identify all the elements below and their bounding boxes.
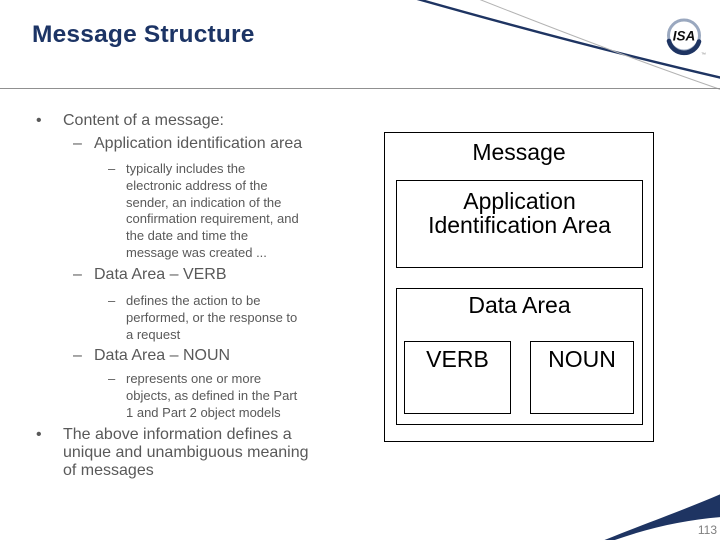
- dash-icon: –: [73, 347, 82, 364]
- noun-box: NOUN: [530, 341, 634, 414]
- verb-label: VERB: [426, 346, 489, 372]
- bullet-text: typically includes the electronic addres…: [126, 161, 299, 260]
- bullet-item: – defines the action to be performed, or…: [108, 293, 297, 343]
- data-area-label: Data Area: [468, 292, 571, 318]
- bullet-item: • Content of a message:: [36, 112, 224, 130]
- application-identification-area-box: Application Identification Area: [396, 180, 643, 268]
- bullet-text: defines the action to be performed, or t…: [126, 293, 298, 342]
- bullet-item: – Data Area – VERB: [73, 265, 227, 284]
- bullet-item: – typically includes the electronic addr…: [108, 161, 299, 262]
- isa-logo: ISA ™: [666, 18, 706, 58]
- dash-icon: –: [73, 266, 82, 283]
- bullet-text: Data Area – VERB: [94, 266, 227, 283]
- isa-logo-text: ISA: [673, 29, 696, 44]
- bullet-icon: •: [36, 426, 42, 443]
- dash-icon: –: [73, 135, 82, 152]
- dash-icon: –: [108, 371, 116, 386]
- slide-title: Message Structure: [32, 21, 255, 48]
- isa-logo-tm: ™: [701, 52, 706, 58]
- dash-icon: –: [108, 293, 116, 308]
- header-swoosh-icon: [416, 0, 720, 90]
- noun-label: NOUN: [548, 346, 616, 372]
- bullet-text: Application identification area: [94, 135, 303, 152]
- application-identification-area-label: Application Identification Area: [428, 188, 611, 238]
- bullet-text: Content of a message:: [63, 112, 224, 129]
- bullet-item: – Data Area – NOUN: [73, 346, 230, 365]
- message-label: Message: [472, 139, 566, 165]
- message-box: Message: [384, 132, 654, 442]
- header-divider: [0, 88, 720, 89]
- page-number: 113: [697, 523, 717, 537]
- bullet-item: – Application identification area: [73, 134, 302, 153]
- bullet-text: Data Area – NOUN: [94, 347, 231, 364]
- verb-box: VERB: [404, 341, 511, 414]
- bullet-item: – represents one or more objects, as def…: [108, 371, 297, 421]
- bullet-item: • The above information defines a unique…: [36, 426, 309, 479]
- bullet-icon: •: [36, 112, 42, 129]
- dash-icon: –: [108, 161, 116, 176]
- bullet-text: The above information defines a unique a…: [63, 426, 309, 479]
- bullet-text: represents one or more objects, as defin…: [126, 371, 298, 420]
